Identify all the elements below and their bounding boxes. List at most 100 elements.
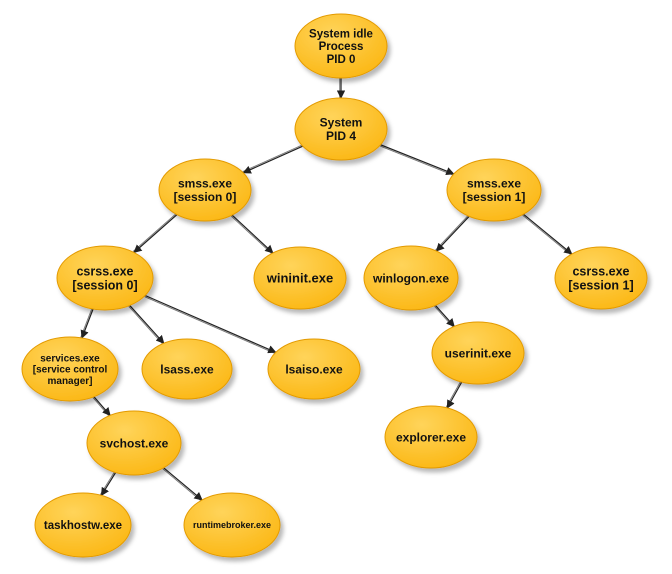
edge-csrss0-to-lsass bbox=[128, 305, 165, 345]
node-label-line: PID 4 bbox=[326, 129, 356, 143]
process-node-lsaiso[interactable]: lsaiso.exe bbox=[267, 338, 361, 400]
node-ellipse bbox=[446, 158, 542, 222]
node-label-line: csrss.exe bbox=[572, 265, 629, 279]
edge-smss0-to-wininit bbox=[230, 214, 274, 255]
node-ellipse bbox=[431, 321, 525, 385]
node-label-line: smss.exe bbox=[467, 177, 521, 191]
process-node-wininit[interactable]: wininit.exe bbox=[253, 246, 347, 310]
process-node-svchost[interactable]: svchost.exe bbox=[86, 410, 182, 476]
edge-arrow-line bbox=[434, 304, 455, 328]
process-node-userinit[interactable]: userinit.exe bbox=[431, 321, 525, 385]
node-ellipse bbox=[34, 492, 132, 558]
node-ellipse bbox=[253, 246, 347, 310]
edge-arrow-line bbox=[93, 396, 111, 417]
edge-arrow-line bbox=[523, 213, 573, 255]
edge-arrow-line bbox=[446, 381, 463, 409]
edge-smss0-to-csrss0 bbox=[132, 213, 178, 254]
node-label-line: runtimebroker.exe bbox=[193, 520, 271, 530]
edge-csrss0-to-lsaiso bbox=[144, 294, 277, 354]
node-label-line: lsass.exe bbox=[160, 362, 214, 376]
node-ellipse bbox=[267, 338, 361, 400]
node-label-line: explorer.exe bbox=[396, 430, 466, 444]
node-label-line: PID 0 bbox=[327, 54, 356, 66]
node-label-line: winlogon.exe bbox=[372, 271, 449, 285]
process-node-smss1[interactable]: smss.exe[session 1] bbox=[446, 158, 542, 222]
node-label-line: manager] bbox=[47, 376, 92, 387]
node-ellipse bbox=[86, 410, 182, 476]
edge-arrow-line bbox=[100, 472, 117, 497]
edge-csrss0-to-services bbox=[80, 308, 94, 339]
edge-shadow-line bbox=[92, 397, 110, 417]
edge-arrow-line bbox=[380, 144, 455, 176]
edge-system-to-smss0 bbox=[242, 144, 303, 174]
edge-shadow-line bbox=[99, 471, 115, 495]
node-label-line: taskhostw.exe bbox=[44, 520, 122, 532]
node-label-line: [service control bbox=[33, 365, 108, 376]
edge-idle-to-system bbox=[336, 78, 346, 99]
node-label-line: [session 1] bbox=[568, 279, 633, 293]
node-label-line: [session 0] bbox=[174, 190, 237, 204]
process-node-runtimebroker[interactable]: runtimebroker.exe bbox=[183, 492, 281, 558]
edge-arrow-line bbox=[80, 308, 94, 339]
edge-arrow-line bbox=[231, 214, 274, 254]
edges-layer bbox=[80, 78, 573, 502]
node-label-line: Process bbox=[319, 41, 364, 53]
process-node-csrss0[interactable]: csrss.exe[session 0] bbox=[56, 245, 154, 311]
node-label-line: smss.exe bbox=[178, 177, 232, 191]
node-ellipse bbox=[183, 492, 281, 558]
process-node-winlogon[interactable]: winlogon.exe bbox=[363, 245, 459, 311]
process-node-lsass[interactable]: lsass.exe bbox=[141, 338, 233, 400]
edge-services-to-svchost bbox=[92, 396, 111, 417]
edge-smss1-to-winlogon bbox=[435, 215, 470, 252]
node-label-line: wininit.exe bbox=[266, 271, 333, 286]
edge-arrow-line bbox=[163, 467, 203, 501]
process-node-explorer[interactable]: explorer.exe bbox=[384, 405, 478, 469]
edge-arrow-line bbox=[144, 294, 277, 354]
node-ellipse bbox=[363, 245, 459, 311]
node-ellipse bbox=[56, 245, 154, 311]
node-ellipse bbox=[158, 158, 252, 222]
node-ellipse bbox=[141, 338, 233, 400]
node-ellipse bbox=[21, 336, 119, 402]
node-label-line: svchost.exe bbox=[100, 436, 169, 450]
edge-shadow-line bbox=[162, 468, 202, 502]
process-node-csrss1[interactable]: csrss.exe[session 1] bbox=[554, 246, 648, 310]
edge-shadow-line bbox=[144, 296, 276, 354]
edge-shadow-line bbox=[242, 144, 303, 173]
edge-shadow-line bbox=[80, 308, 93, 338]
node-ellipse bbox=[294, 97, 388, 161]
edge-shadow-line bbox=[379, 145, 454, 176]
edge-arrow-line bbox=[242, 145, 303, 174]
node-label-line: userinit.exe bbox=[445, 346, 512, 360]
edge-arrow-line bbox=[133, 214, 178, 254]
process-node-taskhostw[interactable]: taskhostw.exe bbox=[34, 492, 132, 558]
edge-shadow-line bbox=[128, 305, 164, 345]
node-label-line: System bbox=[320, 116, 363, 130]
node-label-line: System idle bbox=[309, 28, 373, 40]
edge-shadow-line bbox=[445, 381, 462, 408]
node-label-line: [session 0] bbox=[72, 279, 137, 293]
edge-smss1-to-csrss1 bbox=[522, 213, 573, 256]
node-label-line: [session 1] bbox=[463, 190, 526, 204]
edge-shadow-line bbox=[434, 305, 454, 328]
edge-svchost-to-taskhostw bbox=[99, 471, 117, 497]
edge-shadow-line bbox=[230, 215, 273, 255]
edge-arrow-line bbox=[129, 305, 165, 344]
node-ellipse bbox=[384, 405, 478, 469]
edge-system-to-smss1 bbox=[379, 144, 455, 176]
edge-shadow-line bbox=[522, 214, 572, 256]
node-ellipse bbox=[554, 246, 648, 310]
edge-svchost-to-runtimebroker bbox=[162, 467, 203, 502]
node-label-line: csrss.exe bbox=[76, 265, 133, 279]
node-label-line: lsaiso.exe bbox=[285, 362, 343, 376]
edge-arrow-line bbox=[435, 215, 470, 252]
edge-shadow-line bbox=[435, 215, 469, 251]
process-node-smss0[interactable]: smss.exe[session 0] bbox=[158, 158, 252, 222]
edge-userinit-to-explorer bbox=[445, 381, 463, 409]
edge-shadow-line bbox=[132, 213, 177, 252]
edge-winlogon-to-userinit bbox=[434, 304, 455, 328]
